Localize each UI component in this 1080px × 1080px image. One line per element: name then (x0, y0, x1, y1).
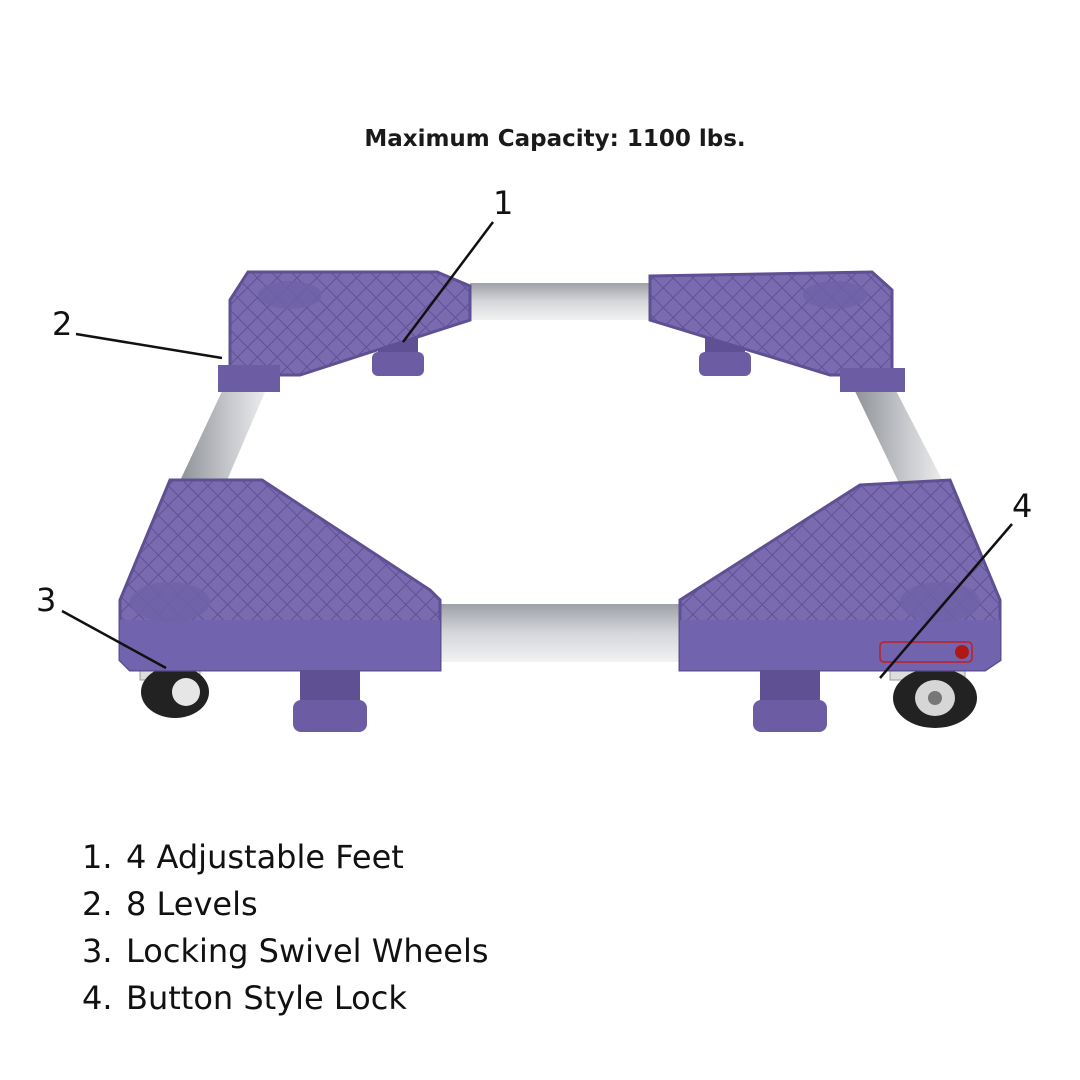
capacity-title: Maximum Capacity: 1100 lbs. (364, 126, 746, 152)
back-rail (470, 283, 650, 320)
feature-list: 1. 4 Adjustable Feet 2. 8 Levels 3. Locking… (82, 836, 489, 1024)
callout-number-4: 4 (1012, 487, 1033, 525)
feature-item: 2. 8 Levels (82, 883, 489, 930)
back-left-corner (218, 270, 472, 392)
callout-leader-3 (61, 609, 167, 670)
front-rail (440, 604, 684, 662)
feature-number: 4. (82, 979, 113, 1017)
front-left-corner (118, 478, 442, 672)
feature-label: 8 Levels (126, 885, 258, 923)
front-right-corner (678, 478, 1002, 672)
callout-leader-2 (75, 332, 223, 360)
feature-number: 3. (82, 932, 113, 970)
feature-number: 1. (82, 838, 113, 876)
front-right-foot (753, 665, 827, 732)
feature-label: 4 Adjustable Feet (126, 838, 404, 876)
front-right-wheel (889, 661, 977, 728)
callout-number-2: 2 (52, 305, 73, 343)
front-left-foot (293, 665, 367, 732)
callout-number-3: 3 (36, 581, 57, 619)
callout-leader-4 (879, 523, 1013, 679)
feature-label: Locking Swivel Wheels (126, 932, 489, 970)
feature-item: 4. Button Style Lock (82, 977, 489, 1024)
brand-logo (879, 641, 973, 663)
right-rail (852, 385, 945, 485)
feature-number: 2. (82, 885, 113, 923)
feature-item: 3. Locking Swivel Wheels (82, 930, 489, 977)
feature-label: Button Style Lock (126, 979, 407, 1017)
feature-item: 1. 4 Adjustable Feet (82, 836, 489, 883)
back-right-corner (648, 270, 905, 392)
left-rail (178, 385, 268, 485)
callout-leader-1 (402, 221, 494, 343)
callout-number-1: 1 (493, 184, 514, 222)
